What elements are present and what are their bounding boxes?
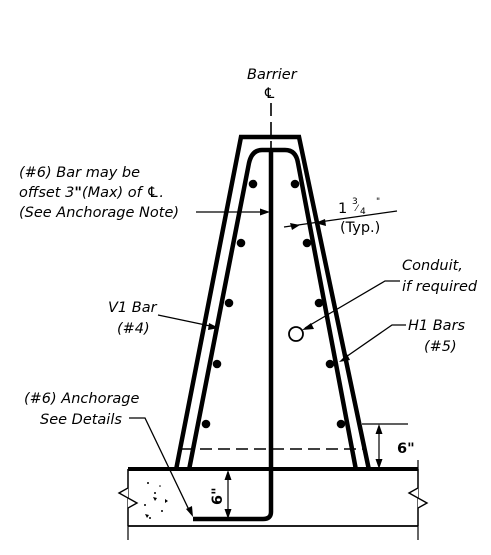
v1-bar — [186, 147, 359, 471]
barrier-outline — [173, 134, 372, 471]
h1-bar-dot — [236, 238, 246, 248]
h1-bar-dot — [201, 419, 211, 429]
dim-6-right-label: 6" — [397, 441, 415, 457]
anchorage-label-1: (#6) Anchorage — [24, 391, 139, 407]
cover-frac-num: 3 — [352, 197, 358, 207]
cover-frac-den: 4 — [360, 207, 366, 217]
h1-bar-dot — [248, 179, 258, 189]
offset-note-line-3: (See Anchorage Note) — [19, 205, 179, 221]
h1-bar-dot — [302, 238, 312, 248]
offset-leader — [196, 208, 270, 216]
cover-whole: 1 — [338, 201, 347, 217]
concrete-hatch — [144, 482, 168, 519]
v1-label-1: V1 Bar — [108, 300, 158, 316]
cover-dimension-line — [283, 210, 398, 230]
h1-bars — [201, 179, 346, 429]
conduit-label-1: Conduit, — [402, 258, 463, 274]
h1-label-2: (#5) — [424, 339, 457, 355]
h1-leader — [339, 324, 406, 362]
h1-bar-dot — [212, 359, 222, 369]
h1-bar-dot — [314, 298, 324, 308]
v1-label-2: (#4) — [117, 321, 150, 337]
slab-break-left — [117, 469, 139, 526]
dim-6-right — [362, 423, 408, 469]
anchorage-leader — [129, 417, 193, 517]
cover-inch: " — [376, 197, 380, 207]
deck-slab — [117, 460, 429, 540]
v1-leader — [157, 314, 219, 330]
dim-6-slab-label: 6" — [210, 487, 226, 505]
cover-frac-slash: ⁄ — [354, 204, 360, 214]
dim-6-slab — [224, 470, 232, 519]
centerline-symbol: ℄ — [264, 86, 275, 102]
h1-label-1: H1 Bars — [408, 318, 466, 334]
offset-note-line-1: (#6) Bar may be — [19, 165, 140, 181]
offset-note-line-2: offset 3"(Max) of ℄. — [19, 185, 164, 201]
h1-bar-dot — [325, 359, 335, 369]
cover-typ: (Typ.) — [340, 220, 380, 236]
conduit-circle — [288, 326, 304, 342]
h1-bar-dot — [336, 419, 346, 429]
barrier-label: Barrier — [247, 67, 298, 83]
slab-break-right — [407, 469, 429, 526]
anchorage-label-2: See Details — [40, 412, 122, 428]
h1-bar-dot — [290, 179, 300, 189]
conduit-label-2: if required — [402, 279, 478, 295]
conduit-leader — [302, 280, 400, 330]
anchorage-bar — [193, 150, 274, 522]
h1-bar-dot — [224, 298, 234, 308]
